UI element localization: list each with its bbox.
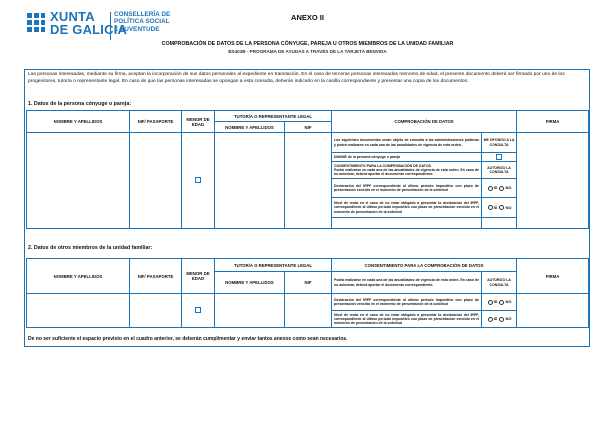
section1-heading: 1. Datos de la persona cónyuge o pareja: [28,101,132,107]
me-opongo-label: ME OPONGO A LA CONSULTA [481,132,518,153]
col2-tutor-nombre: NOMBRE Y APELLIDOS [214,271,285,294]
spouse-table: NOMBRE Y APELLIDOS NIF/ PASAPORTE MENOR … [26,110,590,229]
footer-note: De no ser suficiente el espacio previsto… [28,336,348,342]
xunta-emblem-icon [27,13,45,32]
nombre2-field[interactable] [26,293,130,328]
col2-menor: MENOR DE EDAD [181,258,215,294]
renta2-si-radio[interactable] [487,316,493,322]
irpf-no-radio[interactable] [499,185,505,191]
family-table: NOMBRE Y APELLIDOS NIF/ PASAPORTE MENOR … [26,258,590,328]
menor-cell [181,132,215,229]
irpf-text: Declaración del IRPF correspondiente al … [331,178,483,198]
dni-oppose-cell [481,152,518,162]
col2-nif: NIF/ PASAPORTE [129,258,182,294]
renta2-text: Nivel de renta en el caso de no estar ob… [331,310,483,328]
nombre-field[interactable] [26,132,130,229]
col-nif: NIF/ PASAPORTE [129,110,182,133]
col-nombre: NOMBRE Y APELLIDOS [26,110,130,133]
col-tutor: TUTOR/A O REPRESENTANTE LEGAL [213,110,333,122]
form-frame [24,69,590,347]
consent2-text: Podrá realizarse en cada una de las anua… [331,271,483,294]
page-title: COMPROBACIÓN DE DATOS DE LA PERSONA CÓNY… [161,41,454,47]
col2-firma: FIRMA [516,258,590,294]
menor-checkbox[interactable] [195,177,201,183]
consent-block: CONSENTIMIENTO PARA LA COMPROBACIÓN DE D… [331,161,483,179]
col-comprobacion: COMPROBACIÓN DE DATOS [331,110,518,133]
tutor-nombre-field[interactable] [214,132,285,229]
col-firma: FIRMA [516,110,590,133]
firma-field[interactable] [516,132,590,229]
menor2-checkbox[interactable] [195,307,201,313]
col2-tutor: TUTOR/A O REPRESENTANTE LEGAL [213,258,333,272]
col2-consent: CONSENTIMIENTO PARA LA COMPROBACIÓN DE D… [331,258,518,272]
firma2-field[interactable] [516,293,590,328]
col-tutor-nombre: NOMBRE Y APELLIDOS [214,121,285,133]
irpf2-radio-cell: SÍ NO [481,293,518,311]
dni-oppose-checkbox[interactable] [496,153,503,160]
nif2-field[interactable] [129,293,182,328]
renta2-radio-cell: SÍ NO [481,310,518,328]
dni-label: DNI/NIE de la persona cónyuge o pareja [331,152,483,162]
col-tutor-nif: NIF [283,121,333,133]
tutor2-nif-field[interactable] [283,293,333,328]
renta-text: Nivel de renta en el caso de no estar ob… [331,197,483,218]
tutor2-nombre-field[interactable] [214,293,285,328]
autorizo-label: AUTORIZO LA CONSULTA [481,161,518,179]
col2-nombre: NOMBRE Y APELLIDOS [26,258,130,294]
renta-si-radio[interactable] [487,205,493,211]
col-menor: MENOR DE EDAD [181,110,215,133]
consulta-text: Los siguientes documentos serán objeto d… [331,132,483,153]
menor2-cell [181,293,215,328]
irpf2-text: Declaración del IRPF correspondiente al … [331,293,483,311]
renta-radio-cell: SÍ NO [481,197,518,218]
annex-label: ANEXO II [291,13,324,22]
section2-heading: 2. Datos de otros miembros de la unidad … [28,245,153,251]
nif-field[interactable] [129,132,182,229]
tutor-nif-field[interactable] [283,132,333,229]
intro-text: Las personas interesadas, mediante su fi… [28,72,565,84]
autorizo2-label: AUTORIZO LA CONSULTA [481,271,518,294]
col2-tutor-nif: NIF [283,271,333,294]
renta-no-radio[interactable] [499,205,505,211]
irpf2-si-radio[interactable] [487,299,493,305]
page-subtitle: BS403B - PROGRAMA DE AYUDAS A TRAVÉS DE … [228,49,387,54]
irpf-radio-cell: SÍ NO [481,178,518,198]
irpf-si-radio[interactable] [487,185,493,191]
irpf2-no-radio[interactable] [499,299,505,305]
logo-divider [110,12,111,40]
renta2-no-radio[interactable] [499,316,505,322]
